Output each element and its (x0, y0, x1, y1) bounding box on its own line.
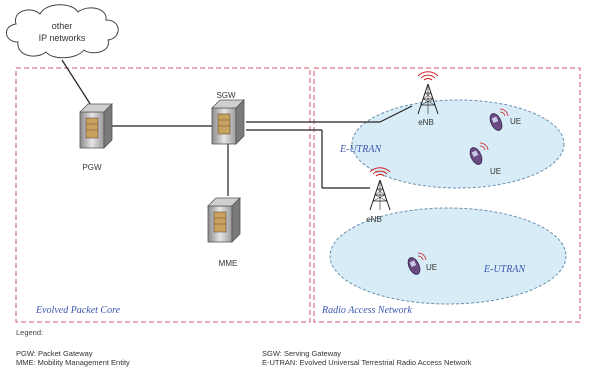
ue-label-2: UE (490, 167, 501, 176)
legend-left: PGW: Packet Gateway MME: Mobility Manage… (16, 349, 130, 367)
ran-region-title: Radio Access Network (321, 305, 412, 316)
core-network-region (15, 67, 311, 323)
legend-eutran: E-UTRAN: Evolved Universal Terrestrial R… (262, 358, 472, 367)
ue-label-1: UE (510, 117, 521, 126)
radio-access-network-region (313, 67, 581, 323)
eutran-area-bottom (329, 207, 567, 305)
legend-mme: MME: Mobility Management Entity (16, 358, 130, 367)
legend-sgw: SGW: Serving Gateway (262, 349, 342, 358)
sgw-label: SGW (216, 91, 236, 100)
legend-pgw: PGW: Packet Gateway (16, 349, 93, 358)
mme-server-icon (207, 197, 241, 243)
cloud-label-line2: IP networks (39, 33, 86, 43)
enb-label-top: eNB (418, 118, 434, 127)
pgw-server-icon (79, 103, 113, 149)
enb-label-bottom: eNB (366, 215, 382, 224)
core-region-title: Evolved Packet Core (35, 305, 121, 316)
legend-title: Legend: (16, 328, 44, 337)
eutran-title-top: E-UTRAN (339, 144, 382, 155)
ip-networks-cloud (6, 4, 119, 59)
eutran-area-top (351, 99, 565, 189)
sgw-server-icon (211, 99, 245, 145)
ue-label-3: UE (426, 263, 437, 272)
network-links (61, 59, 413, 196)
eutran-title-bottom: E-UTRAN (483, 264, 526, 275)
pgw-label: PGW (82, 163, 102, 172)
cloud-label-line1: other (52, 21, 73, 31)
legend-right: SGW: Serving Gateway E-UTRAN: Evolved Un… (262, 349, 472, 367)
mme-label: MME (219, 259, 238, 268)
